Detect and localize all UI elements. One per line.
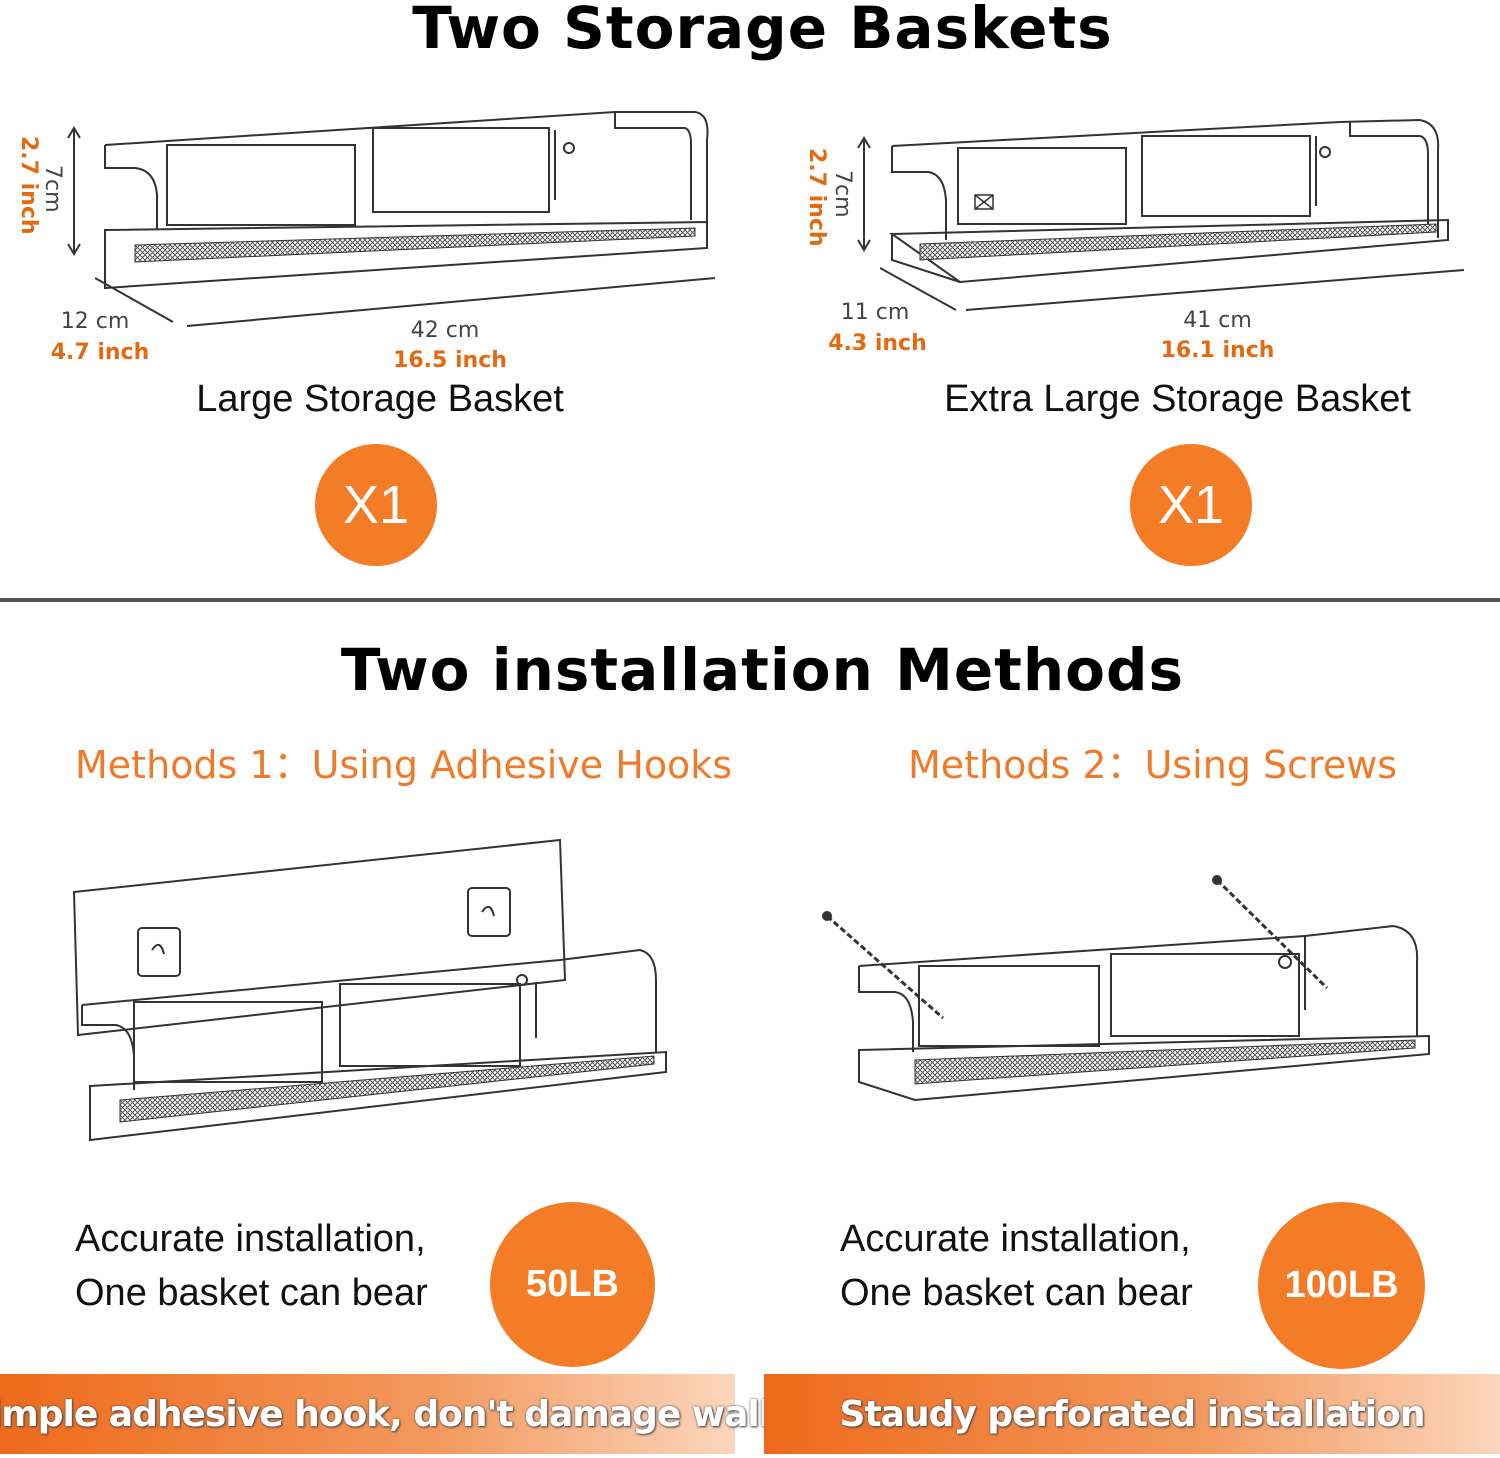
basket2-length-cm: 41 cm xyxy=(1183,308,1252,333)
method2-load-badge: 100LB xyxy=(1258,1202,1425,1369)
adhesive-install-drawing xyxy=(72,838,667,1142)
basket2-count-badge: X1 xyxy=(1130,444,1252,566)
method1-line1: Accurate installation, xyxy=(75,1218,426,1260)
large-basket-drawing xyxy=(95,111,716,327)
basket1-name: Large Storage Basket xyxy=(196,378,564,420)
basket1-depth-cm: 12 cm xyxy=(60,309,130,334)
method2-banner-text: Staudy perforated installation xyxy=(839,1393,1426,1435)
method1-load-badge: 50LB xyxy=(490,1202,655,1367)
basket1-count-badge: X1 xyxy=(315,444,437,566)
basket1-height-cm: 7cm xyxy=(40,165,65,213)
basket1-depth-inch: 4.7 inch xyxy=(50,340,150,365)
basket2-depth-inch: 4.3 inch xyxy=(828,331,927,356)
method2-heading: Methods 2：Using Screws xyxy=(908,743,1398,787)
method1-banner: Simple adhesive hook, don't damage wall xyxy=(0,1374,771,1454)
height-arrow-2 xyxy=(857,136,871,252)
screw-install-drawing xyxy=(822,875,1430,1102)
top-title: Two Storage Baskets xyxy=(412,0,1113,62)
basket2-length-inch: 16.1 inch xyxy=(1160,338,1275,363)
basket2-name: Extra Large Storage Basket xyxy=(944,378,1411,420)
method2-line2: One basket can bear xyxy=(840,1272,1193,1314)
basket2-depth-cm: 11 cm xyxy=(840,300,910,325)
method2-banner: Staudy perforated installation xyxy=(764,1374,1500,1454)
method2-description: Accurate installation, One basket can be… xyxy=(840,1212,1193,1320)
height-arrow-1 xyxy=(67,126,81,256)
extra-large-basket-drawing xyxy=(880,118,1465,311)
section-divider xyxy=(0,598,1500,602)
method1-heading: Methods 1：Using Adhesive Hooks xyxy=(75,743,733,787)
basket1-length-cm: 42 cm xyxy=(410,318,480,343)
basket2-height-cm: 7cm xyxy=(830,170,855,218)
install-title: Two installation Methods xyxy=(340,636,1185,704)
basket1-height-inch: 2.7 inch xyxy=(16,136,41,235)
method1-description: Accurate installation, One basket can be… xyxy=(75,1212,428,1320)
method1-line2: One basket can bear xyxy=(75,1272,428,1314)
basket2-height-inch: 2.7 inch xyxy=(804,148,829,247)
method1-banner-text: Simple adhesive hook, don't damage wall xyxy=(0,1393,771,1435)
method2-line1: Accurate installation, xyxy=(840,1218,1191,1260)
basket1-length-inch: 16.5 inch xyxy=(393,348,507,373)
